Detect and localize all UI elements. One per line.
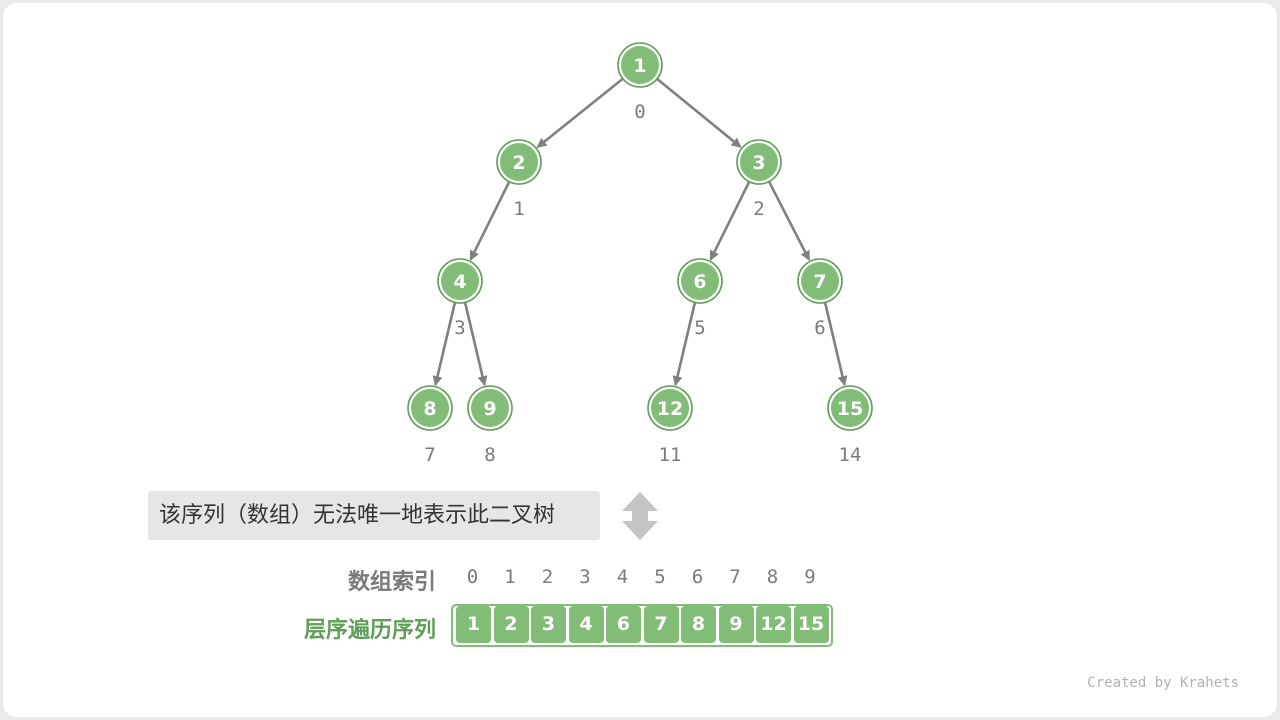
tree-node-circle <box>651 389 689 427</box>
tree-node: 65 <box>677 258 723 339</box>
array-index-cell: 3 <box>579 566 591 588</box>
array-value-cell: 4 <box>568 606 604 643</box>
tree-node-value: 2 <box>512 152 525 174</box>
tree-node-circle <box>681 262 719 300</box>
tree-node-value: 6 <box>693 271 706 293</box>
tree-edge-n3-n7 <box>432 302 457 387</box>
level-order-title: 层序遍历序列 <box>303 618 436 643</box>
array-value-cell: 6 <box>606 606 641 643</box>
array-value-cell: 12 <box>756 606 791 643</box>
tree-node-circle <box>801 262 839 300</box>
tree-node: 76 <box>797 258 843 339</box>
tree-node: 32 <box>736 139 782 220</box>
tree-node: 12 11 <box>647 385 693 466</box>
tree-node-index: 3 <box>454 317 465 339</box>
tree-node: 43 <box>437 258 483 339</box>
tree-node-value: 15 <box>837 398 863 420</box>
tree-node-index: 0 <box>634 101 645 123</box>
tree-node-index: 2 <box>753 198 764 220</box>
tree-node-value: 4 <box>453 271 466 293</box>
array-value-cell: 3 <box>531 606 566 643</box>
tree-node: 87 <box>407 385 453 466</box>
tree-node-value: 7 <box>813 271 826 293</box>
level-order-array <box>451 604 833 647</box>
tree-node-circle <box>471 389 509 427</box>
tree-node-index: 7 <box>424 444 435 466</box>
array-index-cell: 5 <box>654 566 666 588</box>
tree-node-circle <box>740 143 778 181</box>
tree-node-value: 9 <box>483 398 496 420</box>
up-down-arrow-icon <box>622 492 658 540</box>
tree-node-value: 12 <box>657 398 683 420</box>
tree-edge-n0-n2 <box>656 77 742 148</box>
note-box: 该序列（数组）无法唯一地表示此二叉树 <box>148 491 600 540</box>
tree-node-index: 1 <box>513 198 524 220</box>
tree-edge-n2-n5 <box>709 181 751 261</box>
array-index-cell: 9 <box>804 566 816 588</box>
array-value-cell: 9 <box>718 606 754 643</box>
tree-edge-n5-n11 <box>672 302 697 387</box>
tree-edges <box>432 77 848 387</box>
tree-node: 98 <box>467 385 513 466</box>
array-value-cell: 1 <box>456 606 491 643</box>
array-index-cell: 8 <box>766 566 779 588</box>
array-index-cell: 2 <box>541 566 554 588</box>
tree-node-index: 14 <box>839 444 862 466</box>
array-index-cell: 1 <box>504 566 516 588</box>
array-value-cell: 15 <box>793 606 829 643</box>
tree-node-value: 8 <box>423 398 436 420</box>
array-index-title: 数组索引 <box>347 570 436 595</box>
array-index-cell: 0 <box>466 566 479 588</box>
array-value-cell: 7 <box>643 606 679 643</box>
tree-edge-n1-n3 <box>469 181 511 261</box>
tree-node-circle <box>441 262 479 300</box>
tree-node-index: 5 <box>694 317 705 339</box>
tree-node-index: 8 <box>484 444 495 466</box>
tree-edge-n2-n6 <box>767 180 811 261</box>
tree-node-circle <box>621 46 659 84</box>
tree-node-value: 1 <box>633 55 646 77</box>
tree-node-index: 6 <box>814 317 825 339</box>
tree-node-index: 11 <box>659 444 682 466</box>
tree-edge-n0-n1 <box>536 77 624 149</box>
tree-node-circle <box>500 143 538 181</box>
tree-node-circle <box>411 389 449 427</box>
credit-text: Created by Krahets <box>1087 675 1239 691</box>
tree-node-value: 3 <box>752 152 765 174</box>
array-index-cell: 7 <box>729 566 741 588</box>
tree-edge-n3-n8 <box>463 302 488 387</box>
tree-node: 10 <box>617 42 663 123</box>
tree-node-circle <box>831 389 869 427</box>
tree-edge-n6-n14 <box>823 302 848 387</box>
array-value-cell: 8 <box>681 606 716 643</box>
array-index-cell: 4 <box>616 566 629 588</box>
tree-node: 21 <box>496 139 542 220</box>
array-index-cell: 6 <box>691 566 704 588</box>
array-value-cell: 2 <box>493 606 529 643</box>
